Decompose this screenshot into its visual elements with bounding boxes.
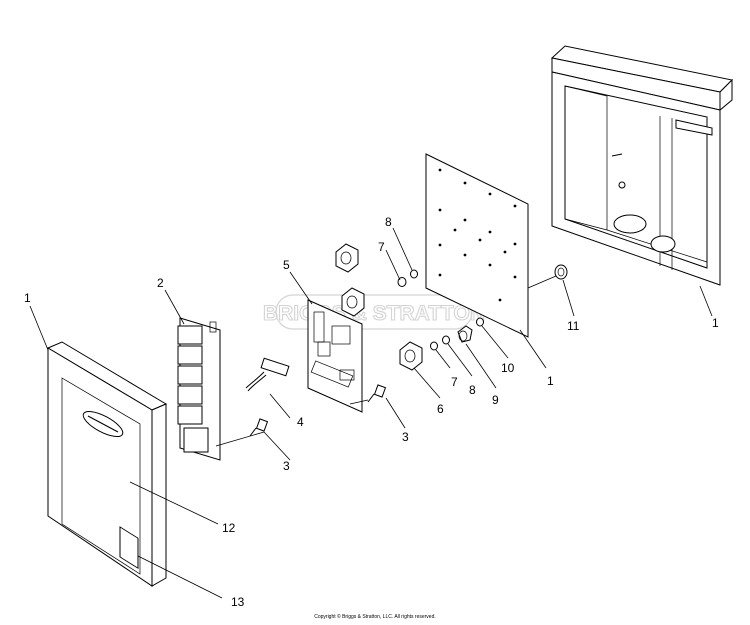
callout-9: 9: [492, 393, 499, 407]
o-ring: [476, 317, 484, 327]
relay-module: [177, 317, 221, 461]
callout-labels: 1 2 3 4 5 3 6 7 8 7 8 9 10 1 11 1 12 13: [24, 215, 719, 609]
enclosure-box: [550, 45, 734, 286]
screw-right: [367, 384, 387, 403]
nut-upper: [410, 269, 418, 279]
nut-lower: [442, 335, 450, 345]
callout-6: 6: [437, 402, 444, 416]
washer-lower: [430, 341, 438, 351]
callout-11: 11: [567, 319, 580, 333]
callout-12: 12: [222, 521, 236, 535]
leader-lines: [29, 227, 713, 599]
mounting-bracket-middle: [341, 287, 365, 317]
callout-13: 13: [231, 595, 245, 609]
callout-3-left: 3: [283, 459, 290, 473]
copyright-notice: Copyright © Briggs & Stratton, LLC. All …: [314, 614, 436, 620]
callout-4: 4: [297, 415, 304, 429]
callout-10: 10: [501, 361, 515, 375]
front-door: [46, 341, 168, 587]
watermark-text: BRIGGS & STRATTON: [263, 302, 485, 325]
callout-1-enclosure: 1: [712, 316, 719, 330]
callout-7-upper: 7: [378, 240, 385, 254]
callout-7-lower: 7: [451, 375, 458, 389]
callout-8-upper: 8: [385, 215, 392, 229]
back-panel: [425, 153, 529, 338]
grommet: [554, 264, 568, 280]
callout-8-lower: 8: [469, 383, 476, 397]
callout-5: 5: [283, 258, 290, 272]
callout-2: 2: [157, 276, 164, 290]
callout-3-right: 3: [402, 430, 409, 444]
wire-harness: [245, 357, 290, 392]
callout-1-panel: 1: [547, 374, 554, 388]
callout-1-door: 1: [24, 291, 31, 305]
briggs-stratton-watermark: BRIGGS & STRATTON: [262, 294, 486, 330]
screw-left: [249, 418, 269, 437]
mounting-bracket-lower: [399, 341, 423, 371]
mounting-bracket-upper: [335, 243, 359, 273]
briggs-stratton-logo: [82, 410, 124, 438]
ground-lug: [457, 325, 473, 343]
control-board: [307, 299, 363, 413]
